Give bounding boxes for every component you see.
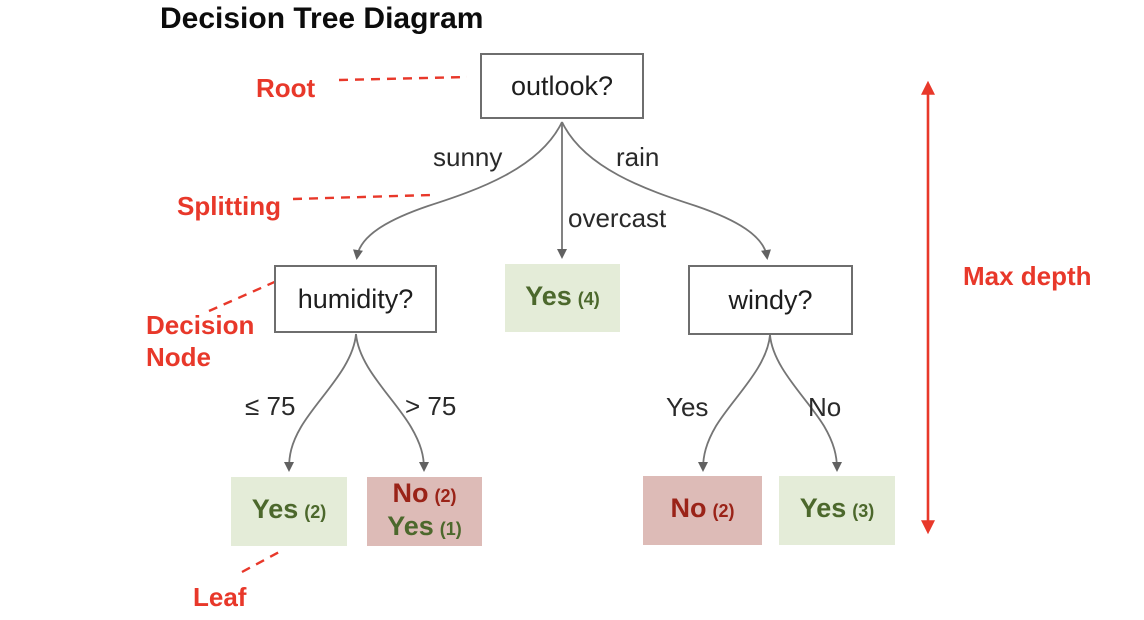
node-humidity: humidity? [274,265,437,333]
leaf-count: (2) [712,501,735,521]
branch-label-le75: ≤ 75 [245,391,296,421]
node-windy-label: windy? [728,284,813,315]
annotation-max-depth: Max depth [963,261,1092,291]
leaf-humidity-le75-yes: Yes(2) [231,477,347,546]
annotation-decision-node: Decision Node [146,310,255,372]
leaf-verdict: Yes [387,510,434,541]
branch-sunny-curve [353,121,563,260]
branch-rain-curve [561,121,771,260]
branch-label-overcast: overcast [568,203,667,233]
leaf-pointer-line [241,549,282,574]
leaf-row: Yes(3) [800,494,875,527]
branch-label-windy-no: No [808,392,842,422]
leaf-windy-no-yes: Yes(3) [779,476,895,545]
annotation-root: Root [256,73,316,103]
branch-humidity-le75-curve [284,333,357,472]
branch-label-rain: rain [616,142,660,172]
root-pointer-line [338,75,468,82]
node-humidity-label: humidity? [297,283,414,314]
leaf-verdict: Yes [525,280,572,311]
leaf-row-yes: Yes(1) [387,510,462,545]
leaf-verdict: Yes [251,494,299,524]
leaf-row: No(2) [671,494,735,527]
leaf-overcast-yes: Yes(4) [505,264,620,332]
annotation-leaf: Leaf [193,582,247,612]
branch-label-windy-yes: Yes [666,392,709,422]
branch-label-gt75: > 75 [405,391,457,421]
leaf-count: (3) [852,501,875,521]
page-title: Decision Tree Diagram [160,2,484,35]
leaf-count: (2) [304,502,327,522]
leaf-verdict: No [670,493,707,523]
leaf-row-no: No(2) [392,477,457,512]
node-root-outlook: outlook? [480,53,644,119]
branch-windy-yes-curve [698,334,771,472]
leaf-verdict: Yes [799,493,847,523]
leaf-verdict: No [392,477,429,508]
node-root-label: outlook? [510,70,614,101]
leaf-count: (2) [434,485,457,506]
node-windy: windy? [688,265,853,335]
leaf-count: (1) [439,518,462,539]
splitting-pointer-line [292,193,432,201]
branch-windy-no-curve [769,334,842,472]
annotation-splitting: Splitting [177,191,281,221]
branch-humidity-gt75-curve [355,333,429,472]
decision-node-pointer-line [208,278,280,313]
leaf-row: Yes(4) [525,280,600,315]
branch-label-sunny: sunny [433,142,503,172]
leaf-row: Yes(2) [252,495,327,528]
leaf-windy-yes-no: No(2) [643,476,762,545]
leaf-count: (4) [577,288,600,309]
leaf-humidity-gt75-mixed: No(2) Yes(1) [367,477,482,546]
